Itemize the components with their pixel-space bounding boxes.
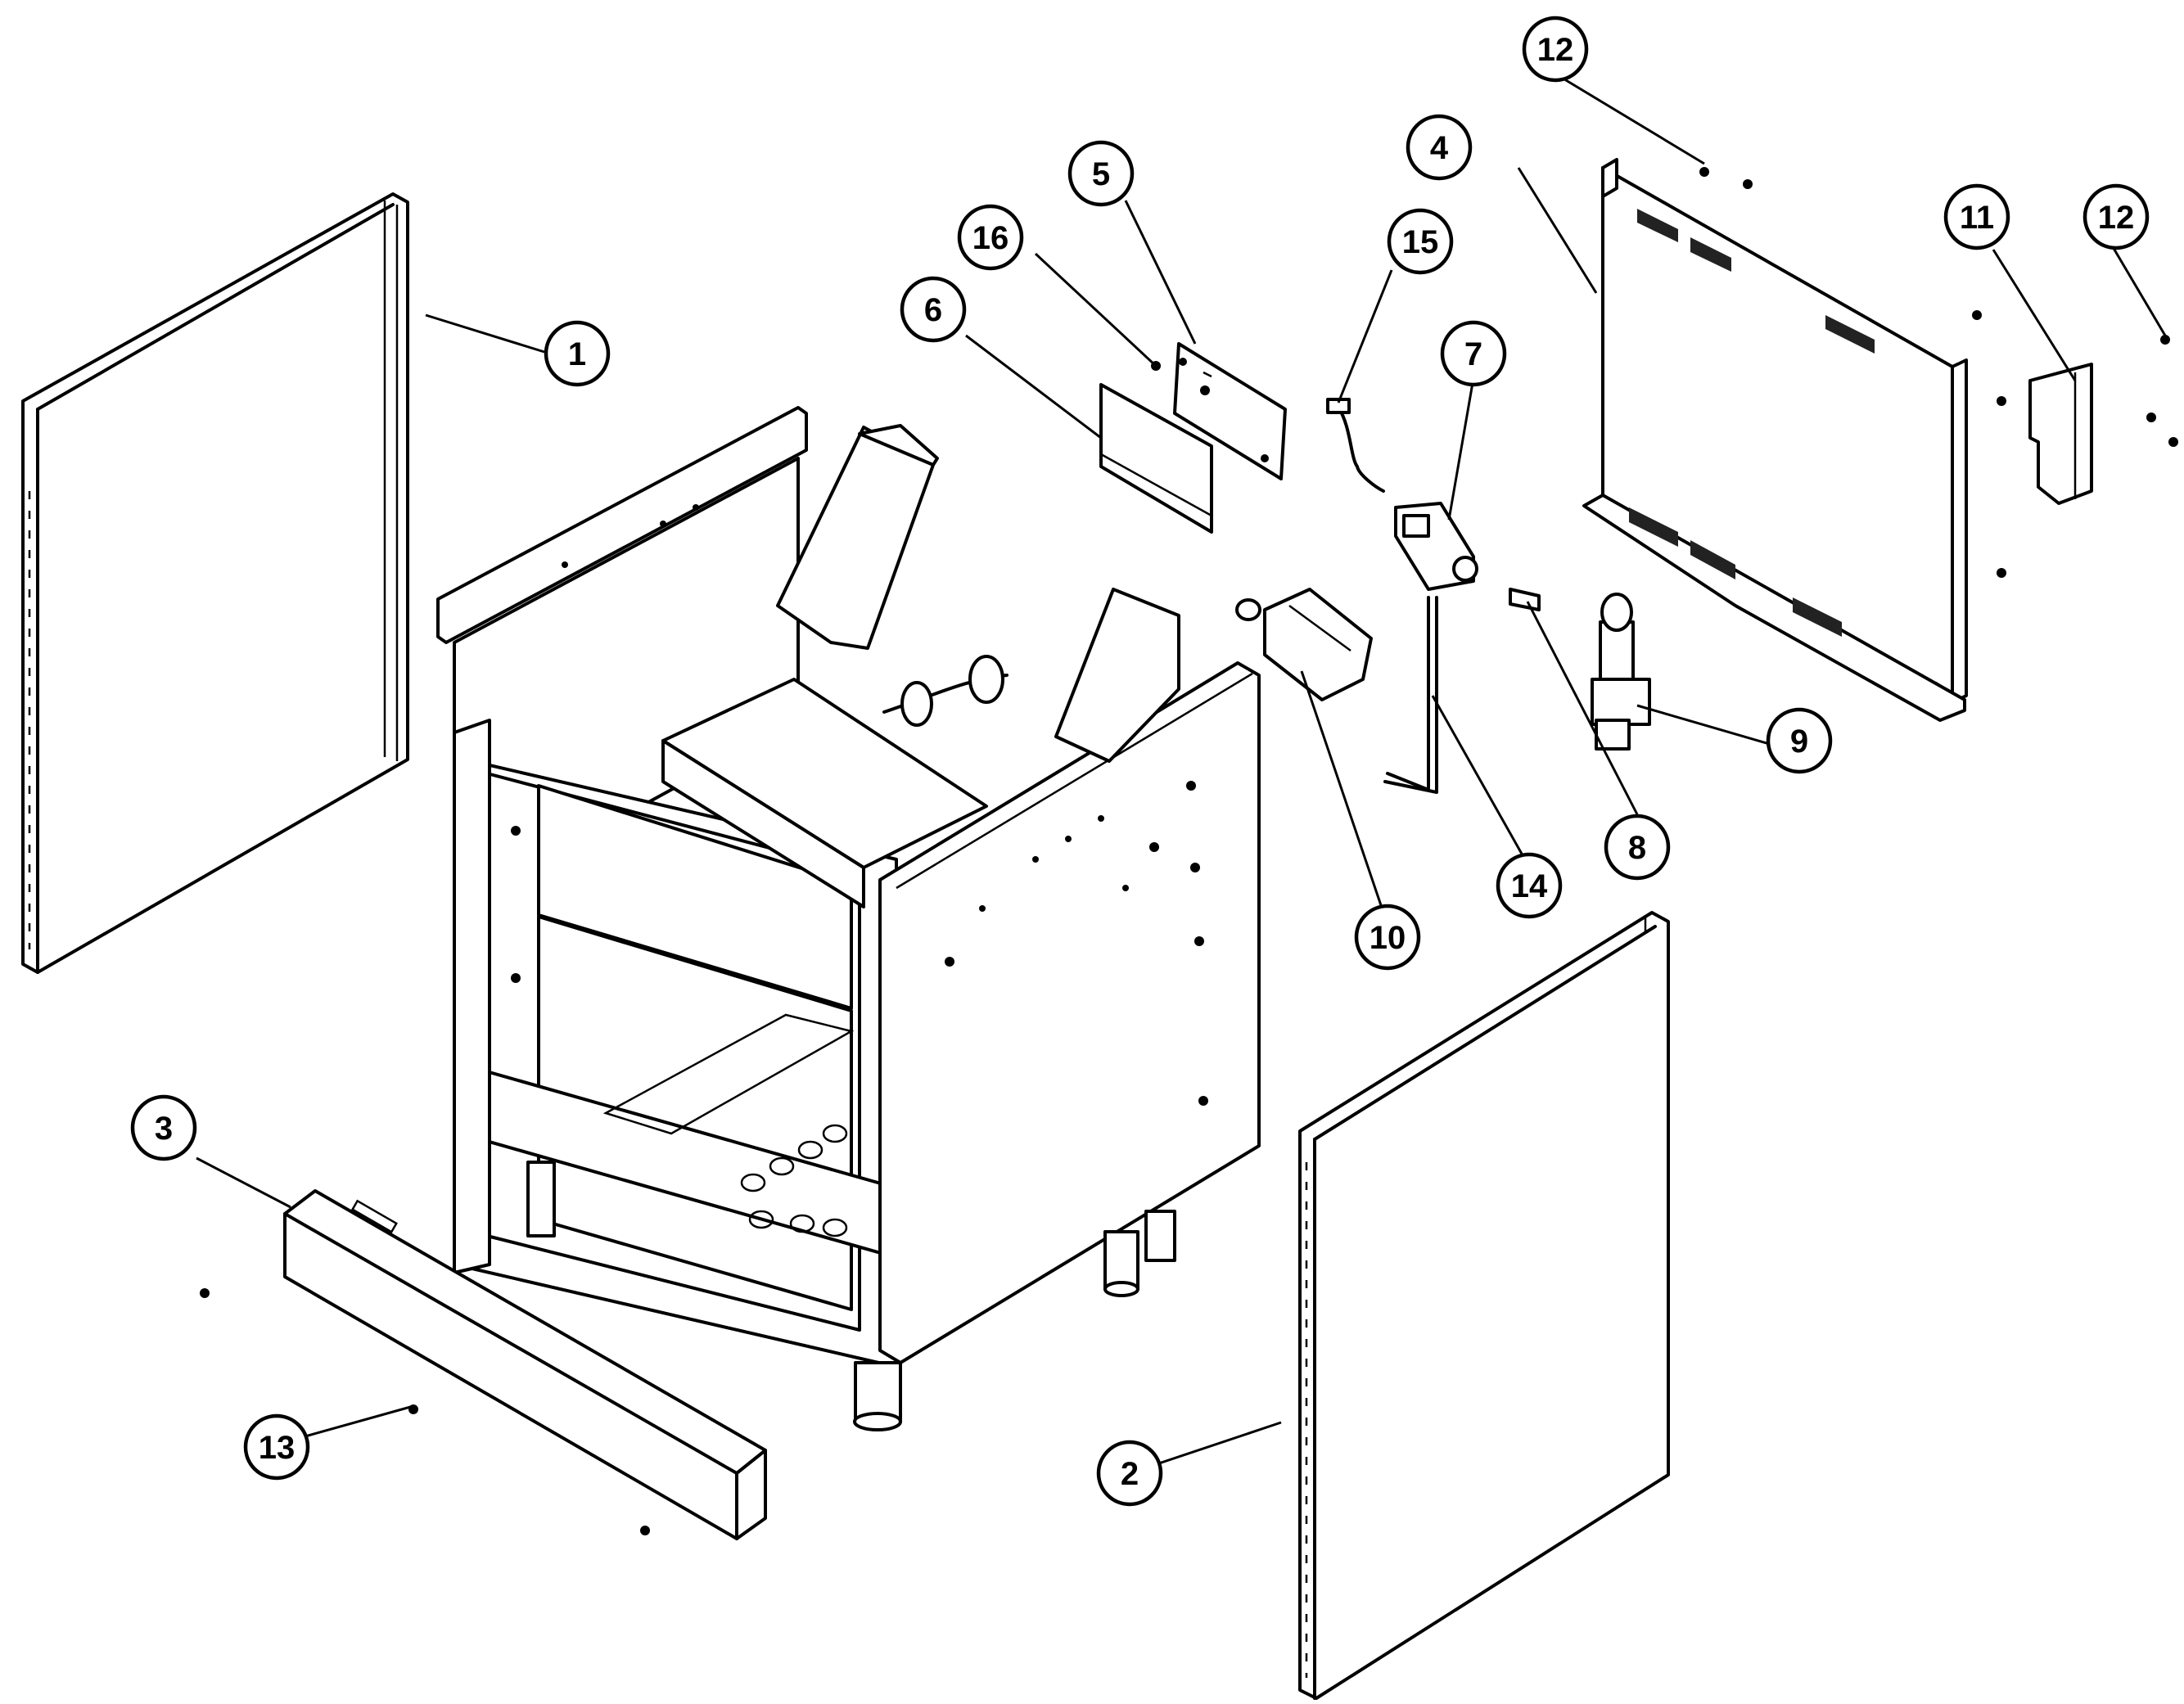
callout-8: 8 bbox=[1604, 814, 1671, 881]
callout-12-right: 12 bbox=[2082, 183, 2150, 250]
svg-text:1: 1 bbox=[568, 336, 586, 372]
svg-text:3: 3 bbox=[155, 1111, 173, 1147]
callout-2: 2 bbox=[1096, 1440, 1163, 1507]
cabinet-legs bbox=[526, 1161, 1176, 1431]
burner-holes bbox=[740, 1124, 848, 1237]
callout-3: 3 bbox=[130, 1094, 197, 1161]
callout-7: 7 bbox=[1440, 320, 1507, 387]
callout-bubbles: 1 2 3 4 5 6 7 8 9 10 11 12 12 13 14 15 1… bbox=[130, 16, 2150, 1507]
part-8-fitting bbox=[1509, 588, 1541, 611]
callout-6: 6 bbox=[900, 276, 967, 343]
svg-text:6: 6 bbox=[924, 292, 942, 328]
svg-text:5: 5 bbox=[1092, 156, 1110, 192]
svg-text:9: 9 bbox=[1790, 724, 1808, 760]
callout-14: 14 bbox=[1496, 852, 1563, 919]
cabinet-screw-holes bbox=[511, 504, 1208, 1106]
svg-text:4: 4 bbox=[1430, 130, 1449, 166]
part-6-mounting-bracket bbox=[1099, 383, 1213, 534]
svg-text:13: 13 bbox=[259, 1430, 296, 1466]
svg-text:12: 12 bbox=[2098, 200, 2135, 236]
callout-12-top: 12 bbox=[1522, 16, 1589, 83]
callout-11: 11 bbox=[1943, 183, 2010, 250]
vent-slots bbox=[1629, 209, 1875, 637]
svg-text:14: 14 bbox=[1511, 868, 1548, 904]
part-9-valve bbox=[1591, 593, 1651, 751]
part-7-gas-valve bbox=[1394, 502, 1478, 591]
svg-text:8: 8 bbox=[1628, 830, 1646, 866]
svg-text:12: 12 bbox=[1537, 32, 1574, 68]
svg-text:2: 2 bbox=[1121, 1456, 1139, 1492]
part-2-right-side-panel bbox=[1298, 911, 1670, 1700]
part-14-gas-tube bbox=[1383, 596, 1438, 794]
part-1-left-side-panel bbox=[21, 192, 409, 974]
svg-text:10: 10 bbox=[1370, 920, 1406, 956]
callout-10: 10 bbox=[1354, 904, 1421, 971]
part-3-kick-panel bbox=[283, 1189, 767, 1540]
part-5-control-board bbox=[1173, 342, 1287, 480]
callout-16: 16 bbox=[957, 204, 1024, 271]
svg-text:7: 7 bbox=[1464, 336, 1482, 372]
part-10-igniter-module bbox=[1235, 588, 1373, 701]
leader-lines bbox=[196, 76, 2167, 1475]
callout-5: 5 bbox=[1067, 140, 1135, 207]
svg-text:11: 11 bbox=[1960, 200, 1994, 236]
callout-13: 13 bbox=[243, 1413, 310, 1481]
part-15-pilot-tube bbox=[1326, 398, 1385, 493]
cabinet-body bbox=[436, 406, 1261, 1431]
callout-4: 4 bbox=[1406, 114, 1473, 181]
callout-15: 15 bbox=[1387, 208, 1454, 275]
svg-text:15: 15 bbox=[1402, 224, 1439, 260]
svg-text:16: 16 bbox=[972, 220, 1009, 256]
part-4-rear-panel bbox=[1582, 158, 1968, 722]
part-11-bracket bbox=[2028, 363, 2093, 505]
callout-9: 9 bbox=[1766, 707, 1833, 774]
callout-1: 1 bbox=[544, 320, 611, 387]
